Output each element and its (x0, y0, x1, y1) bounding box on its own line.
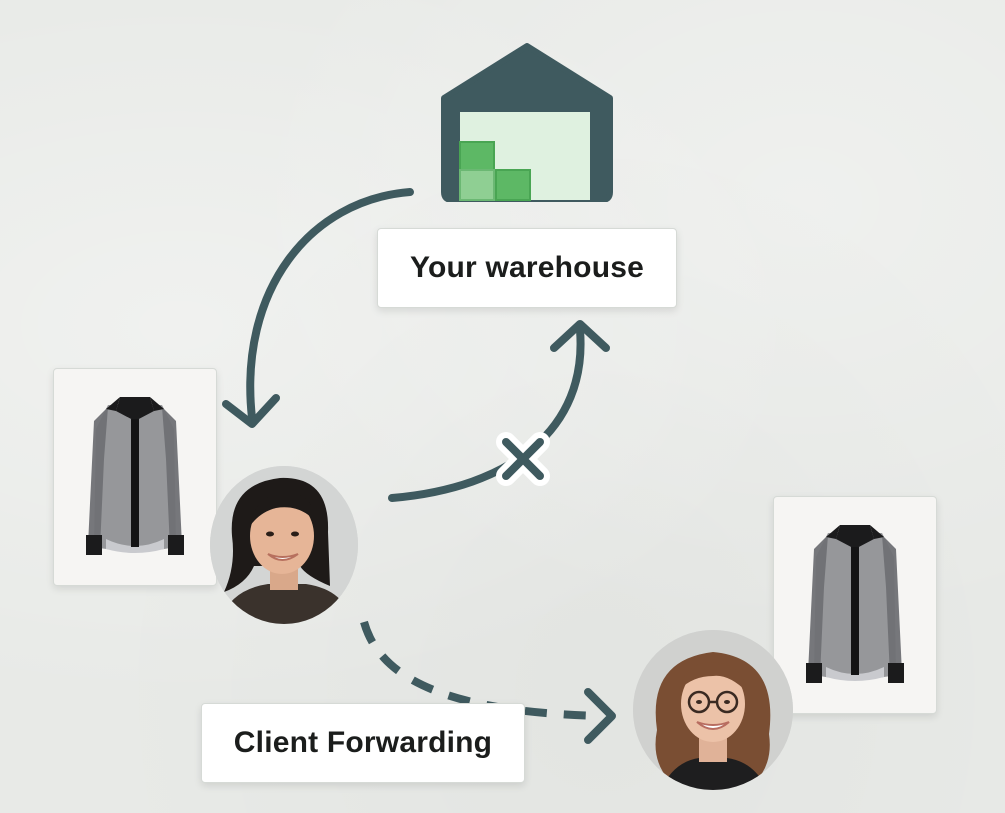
person-avatar-icon (633, 630, 793, 790)
product-card-recipient (773, 496, 937, 714)
client-forwarding-label: Client Forwarding (201, 703, 525, 783)
customer-avatar (210, 466, 358, 624)
warehouse-label: Your warehouse (377, 228, 677, 308)
recipient-avatar (633, 630, 793, 790)
warehouse-icon (438, 42, 616, 203)
sheer-shirt-icon (806, 525, 904, 683)
arrow-client-forwarding (360, 620, 601, 720)
arrow-return-to-warehouse (388, 326, 585, 502)
product-card-customer (53, 368, 217, 586)
arrowhead-client-forwarding (584, 688, 616, 744)
x-mark-icon (496, 432, 550, 486)
sheer-shirt-icon (86, 397, 184, 555)
arrowhead-warehouse-to-customer (222, 394, 280, 428)
arrow-warehouse-to-customer (246, 188, 414, 422)
person-avatar-icon (210, 466, 358, 624)
arrowhead-return-to-warehouse (550, 320, 610, 352)
